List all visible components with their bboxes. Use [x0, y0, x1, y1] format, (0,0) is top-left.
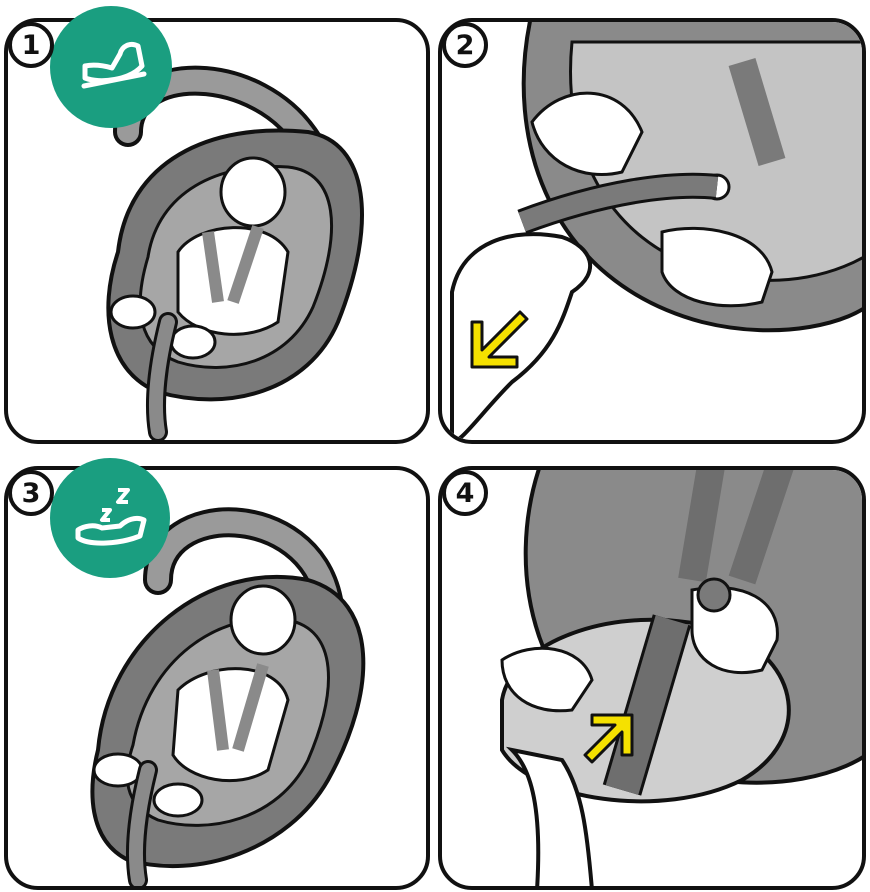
- step-number-2: 2: [442, 22, 488, 68]
- step-4-panel: [438, 466, 866, 890]
- car-seat-recline-sleep-icon: [50, 458, 170, 578]
- step-2-panel: [438, 18, 866, 444]
- infant-carrier-reclined-illustration: [90, 507, 366, 886]
- step-number-1: 1: [8, 22, 54, 68]
- step-number-4: 4: [442, 470, 488, 516]
- yellow-arrow-up-right-icon: [583, 713, 634, 764]
- harness-adjust-pull-illustration: [450, 22, 862, 440]
- car-seat-upright-icon: [50, 6, 172, 128]
- yellow-arrow-down-left-icon: [470, 310, 529, 369]
- harness-tighten-pull-illustration: [500, 470, 862, 886]
- step-number-3: 3: [8, 470, 54, 516]
